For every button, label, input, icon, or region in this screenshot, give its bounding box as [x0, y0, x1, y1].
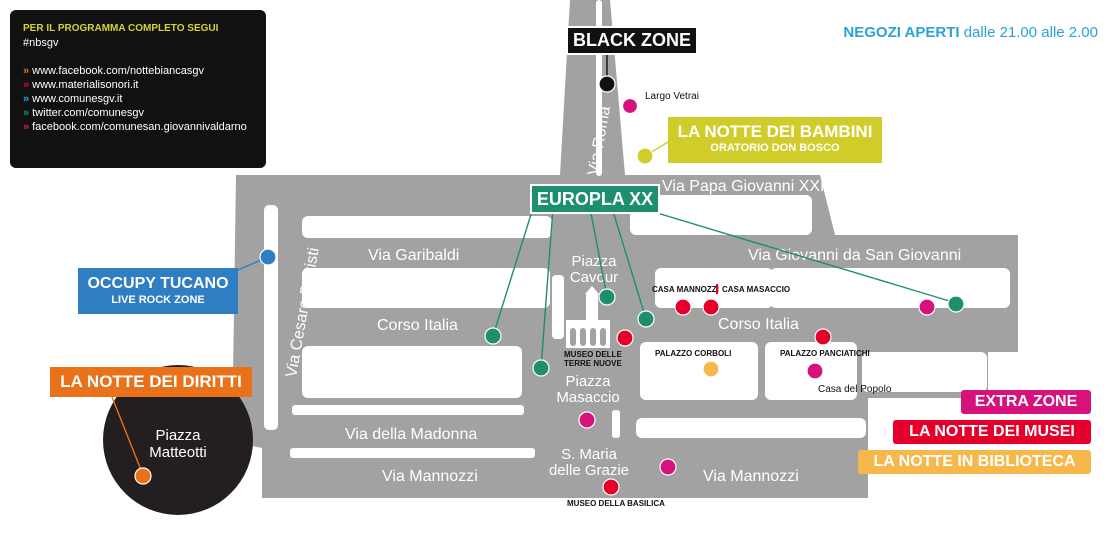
legend-notte-biblioteca: LA NOTTE IN BIBLIOTECA	[858, 450, 1091, 474]
legend-musei-label: LA NOTTE DEI MUSEI	[909, 423, 1075, 440]
street-via-mannozzi-left: Via Mannozzi	[382, 468, 478, 485]
street-via-giovanni-da-san-giovanni: Via Giovanni da San Giovanni	[748, 247, 961, 264]
legend-biblioteca-label: LA NOTTE IN BIBLIOTECA	[873, 453, 1076, 470]
tag-occupy-tucano[interactable]: OCCUPY TUCANO LIVE ROCK ZONE	[78, 268, 238, 314]
info-link-text: www.materialisonori.it	[32, 79, 139, 91]
marker-casa-mannozzi[interactable]	[674, 298, 692, 316]
street-via-papa-giovanni: Via Papa Giovanni XXIII	[662, 178, 833, 195]
tag-europla[interactable]: EUROPLA XX	[530, 184, 660, 214]
s-maria-line2: delle Grazie	[549, 462, 629, 479]
marker-europla-masaccio[interactable]	[532, 359, 550, 377]
arrow-icon: »	[23, 107, 30, 119]
piazza-cavour-line1: Piazza	[571, 253, 617, 270]
tag-notte-bambini[interactable]: LA NOTTE DEI BAMBINI ORATORIO DON BOSCO	[668, 117, 882, 163]
legend-extra-zone: EXTRA ZONE	[961, 390, 1091, 414]
marker-europla-corso-left[interactable]	[484, 327, 502, 345]
marker-largo-vetrai[interactable]	[621, 97, 639, 115]
europla-connectors	[492, 207, 957, 369]
piazza-cavour-line2: Cavour	[570, 269, 618, 286]
marker-extra-giovanni[interactable]	[918, 298, 936, 316]
info-link-facebook-comune[interactable]: »facebook.com/comunesan.giovannivaldarno	[23, 120, 254, 134]
arrow-icon: »	[23, 79, 30, 91]
info-link-twitter[interactable]: »twitter.com/comunesgv	[23, 106, 254, 120]
marker-casa-masaccio[interactable]	[702, 298, 720, 316]
marker-s-maria-extra[interactable]	[659, 458, 677, 476]
tag-bambini-line2: ORATORIO DON BOSCO	[710, 142, 840, 154]
tag-europla-label: EUROPLA XX	[536, 189, 654, 209]
casa-separator	[716, 284, 718, 294]
arrow-icon: »	[23, 121, 30, 133]
s-maria-line1: S. Maria	[561, 446, 618, 463]
street-via-mannozzi-right: Via Mannozzi	[703, 468, 799, 485]
street-via-garibaldi: Via Garibaldi	[368, 247, 459, 264]
label-casa-del-popolo: Casa del Popolo	[818, 384, 892, 395]
hours-bold: NEGOZI APERTI	[843, 24, 960, 41]
tag-notte-diritti[interactable]: LA NOTTE DEI DIRITTI	[50, 367, 252, 397]
info-link-text: twitter.com/comunesgv	[32, 107, 144, 119]
city-blocks	[264, 0, 1010, 458]
tag-occupy-line1: OCCUPY TUCANO	[87, 275, 229, 292]
label-museo-terre-line2: TERRE NUOVE	[564, 359, 622, 368]
marker-piazza-matteotti[interactable]	[134, 467, 152, 485]
info-heading: PER IL PROGRAMMA COMPLETO SEGUI	[23, 23, 219, 34]
museo-terre-nuove-icon	[566, 286, 610, 348]
legend-extra-zone-label: EXTRA ZONE	[974, 393, 1078, 410]
label-museo-basilica: MUSEO DELLA BASILICA	[567, 499, 665, 508]
marker-palazzo-panciatichi[interactable]	[814, 328, 832, 346]
street-via-della-madonna: Via della Madonna	[345, 426, 477, 443]
marker-europla-cavour[interactable]	[598, 288, 616, 306]
tag-occupy-line2: LIVE ROCK ZONE	[111, 294, 205, 306]
info-link-text: www.comunesgv.it	[32, 93, 123, 105]
piazza-masaccio-line1: Piazza	[565, 373, 611, 390]
info-link-comunesgv[interactable]: »www.comunesgv.it	[23, 92, 254, 106]
label-palazzo-corboli: PALAZZO CORBOLI	[655, 349, 731, 358]
tag-black-zone-label: BLACK ZONE	[573, 30, 691, 50]
markers	[134, 75, 965, 496]
marker-europla-corso[interactable]	[637, 310, 655, 328]
marker-europla-giovanni[interactable]	[947, 295, 965, 313]
marker-bambini[interactable]	[636, 147, 654, 165]
arrow-icon: »	[23, 65, 30, 77]
marker-museo-terre-nuove[interactable]	[616, 329, 634, 347]
info-link-facebook-nottebianca[interactable]: »www.facebook.com/nottebiancasgv	[23, 64, 254, 78]
label-casa-mannozzi: CASA MANNOZZI	[652, 285, 719, 294]
hours-rest: dalle 21.00 alle 2.00	[963, 24, 1098, 41]
info-link-materialisonori[interactable]: »www.materialisonori.it	[23, 78, 254, 92]
marker-occupy-tucano[interactable]	[259, 248, 277, 266]
info-link-text: www.facebook.com/nottebiancasgv	[32, 65, 204, 77]
street-corso-italia-left: Corso Italia	[377, 317, 458, 334]
piazza-matteotti-line1: Piazza	[155, 427, 201, 444]
tag-diritti-label: LA NOTTE DEI DIRITTI	[60, 372, 242, 391]
marker-museo-basilica[interactable]	[602, 478, 620, 496]
label-palazzo-panciatichi: PALAZZO PANCIATICHI	[780, 349, 870, 358]
program-info-box: PER IL PROGRAMMA COMPLETO SEGUI #nbsgv »…	[10, 10, 266, 168]
tag-black-zone[interactable]: BLACK ZONE	[566, 26, 698, 55]
marker-black-zone[interactable]	[598, 75, 616, 93]
piazza-masaccio-line2: Masaccio	[556, 389, 619, 406]
label-casa-masaccio: CASA MASACCIO	[722, 285, 790, 294]
marker-palazzo-corboli[interactable]	[702, 360, 720, 378]
legend-notte-musei: LA NOTTE DEI MUSEI	[893, 420, 1091, 444]
info-link-text: facebook.com/comunesan.giovannivaldarno	[32, 121, 247, 133]
marker-casa-del-popolo[interactable]	[806, 362, 824, 380]
diritti-connector	[111, 396, 144, 476]
tag-bambini-line1: LA NOTTE DEI BAMBINI	[677, 122, 873, 141]
arrow-icon: »	[23, 93, 30, 105]
label-museo-terre-line1: MUSEO DELLE	[564, 350, 622, 359]
info-hashtag: #nbsgv	[23, 37, 59, 49]
label-largo-vetrai: Largo Vetrai	[645, 91, 699, 102]
shop-hours: NEGOZI APERTI dalle 21.00 alle 2.00	[843, 24, 1098, 41]
marker-piazza-masaccio-extra[interactable]	[578, 411, 596, 429]
piazza-matteotti-line2: Matteotti	[149, 444, 207, 461]
street-corso-italia-right: Corso Italia	[718, 316, 799, 333]
